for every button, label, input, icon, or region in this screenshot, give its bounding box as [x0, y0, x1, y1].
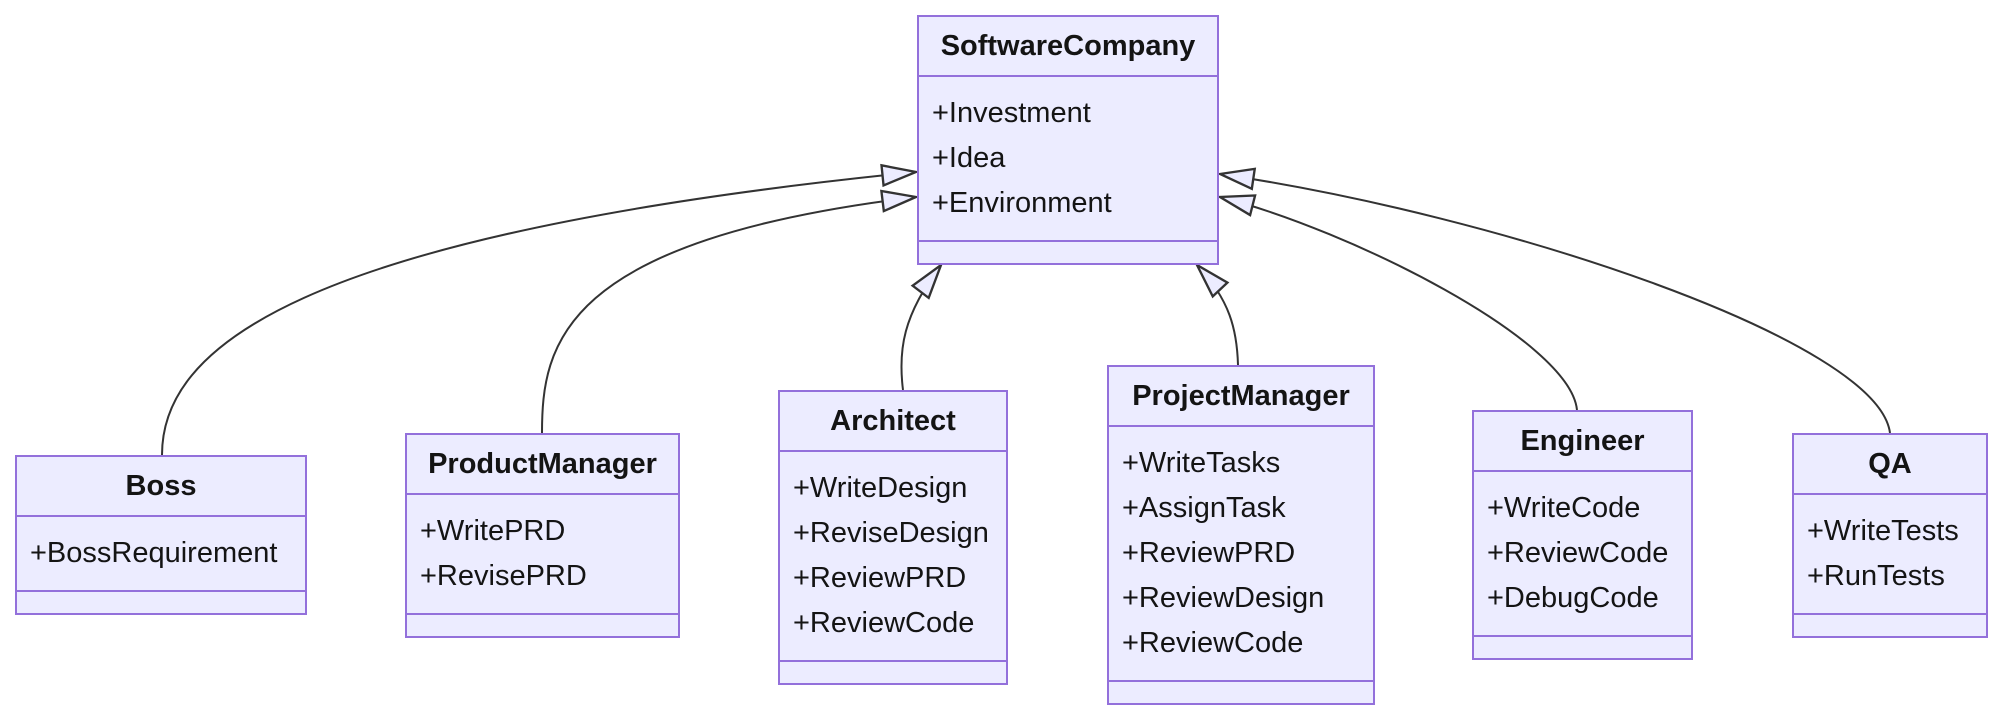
- class-attribute: +ReviewDesign: [1122, 582, 1325, 614]
- class-boss: Boss +BossRequirement: [15, 455, 307, 615]
- class-attribute: +BossRequirement: [30, 537, 278, 569]
- class-methods-compartment-empty: [780, 662, 1006, 683]
- class-attribute: +RevisePRD: [420, 560, 587, 592]
- class-attribute: +ReviewCode: [1122, 627, 1304, 659]
- class-architect: Architect +WriteDesign +ReviseDesign +Re…: [778, 390, 1008, 685]
- class-methods-compartment-empty: [1474, 637, 1691, 658]
- class-qa: QA +WriteTests +RunTests: [1792, 433, 1988, 638]
- class-title: SoftwareCompany: [919, 17, 1217, 77]
- class-attribute: +Environment: [932, 187, 1112, 219]
- class-title: Engineer: [1474, 412, 1691, 472]
- class-methods-compartment-empty: [1794, 615, 1986, 636]
- class-attributes-compartment: +WritePRD +RevisePRD: [407, 495, 678, 615]
- class-attribute: +ReviewPRD: [1122, 537, 1296, 569]
- class-engineer: Engineer +WriteCode +ReviewCode +DebugCo…: [1472, 410, 1693, 660]
- class-attribute: +WritePRD: [420, 515, 566, 547]
- edge-productmanager-to-softwarecompany: [541, 197, 916, 434]
- class-attribute: +WriteCode: [1487, 492, 1641, 524]
- edge-projectmanager-to-softwarecompany: [1197, 265, 1239, 366]
- class-attribute: +WriteDesign: [793, 472, 968, 504]
- class-attribute: +ReviewCode: [793, 607, 975, 639]
- class-title: Architect: [780, 392, 1006, 452]
- class-methods-compartment-empty: [919, 242, 1217, 263]
- class-title: ProductManager: [407, 435, 678, 495]
- class-attributes-compartment: +BossRequirement: [17, 517, 305, 592]
- edge-qa-to-softwarecompany: [1220, 174, 1891, 434]
- class-attributes-compartment: +WriteTasks +AssignTask +ReviewPRD +Revi…: [1109, 427, 1373, 682]
- edge-boss-to-softwarecompany: [161, 172, 916, 456]
- class-attributes-compartment: +WriteTests +RunTests: [1794, 495, 1986, 615]
- class-attributes-compartment: +WriteDesign +ReviseDesign +ReviewPRD +R…: [780, 452, 1006, 662]
- class-methods-compartment-empty: [17, 592, 305, 613]
- class-title: ProjectManager: [1109, 367, 1373, 427]
- class-attribute: +Investment: [932, 97, 1091, 129]
- class-attributes-compartment: +WriteCode +ReviewCode +DebugCode: [1474, 472, 1691, 637]
- class-title: QA: [1794, 435, 1986, 495]
- class-methods-compartment-empty: [1109, 682, 1373, 703]
- class-attribute: +ReviewPRD: [793, 562, 967, 594]
- class-attribute: +ReviewCode: [1487, 537, 1669, 569]
- edge-engineer-to-softwarecompany: [1220, 197, 1578, 411]
- class-attribute: +WriteTests: [1807, 515, 1959, 547]
- class-attributes-compartment: +Investment +Idea +Environment: [919, 77, 1217, 242]
- class-productmanager: ProductManager +WritePRD +RevisePRD: [405, 433, 680, 638]
- class-attribute: +WriteTasks: [1122, 447, 1281, 479]
- edge-architect-to-softwarecompany: [900, 265, 941, 391]
- class-softwarecompany: SoftwareCompany +Investment +Idea +Envir…: [917, 15, 1219, 265]
- class-methods-compartment-empty: [407, 615, 678, 636]
- class-title: Boss: [17, 457, 305, 517]
- class-attribute: +ReviseDesign: [793, 517, 989, 549]
- class-attribute: +Idea: [932, 142, 1006, 174]
- class-attribute: +DebugCode: [1487, 582, 1659, 614]
- class-projectmanager: ProjectManager +WriteTasks +AssignTask +…: [1107, 365, 1375, 705]
- class-attribute: +AssignTask: [1122, 492, 1286, 524]
- class-attribute: +RunTests: [1807, 560, 1945, 592]
